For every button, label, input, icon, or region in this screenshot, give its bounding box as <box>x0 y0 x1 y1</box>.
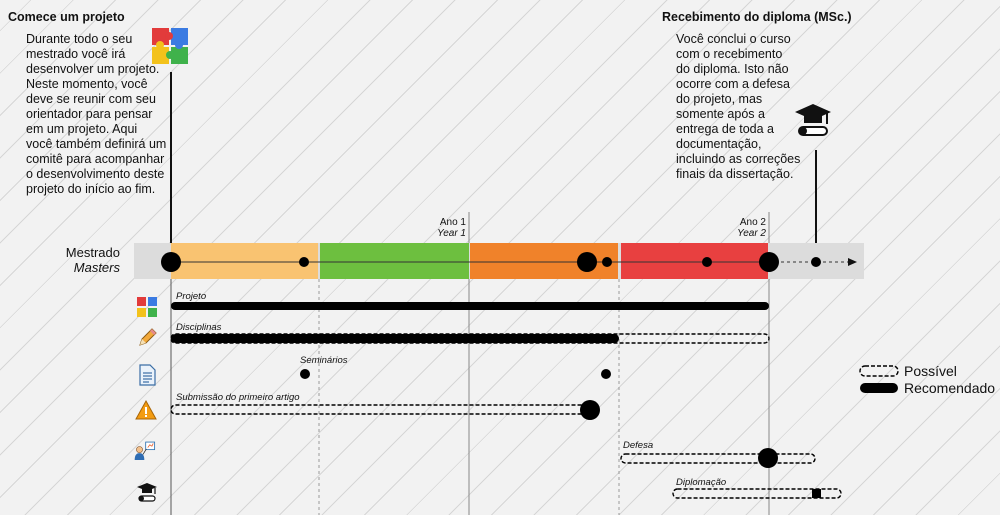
projeto-bar <box>171 302 769 310</box>
graduation-cap-icon <box>137 483 157 502</box>
item-label-disciplinas: Disciplinas <box>176 322 222 333</box>
defesa-possible-bar <box>620 453 816 464</box>
milestone-seminar-1 <box>299 257 309 267</box>
item-label-seminarios: Seminários <box>300 355 348 366</box>
milestone-defense <box>759 252 779 272</box>
end-line: incluindo as correções <box>676 152 801 166</box>
artigo-possible-bar <box>170 404 590 415</box>
start-line: mestrado você irá <box>26 47 126 61</box>
seminario-dot-2 <box>601 369 611 379</box>
defesa-recommended-dot <box>758 448 778 468</box>
puzzle-icon <box>137 297 157 317</box>
start-line: Durante todo o seu <box>26 32 133 46</box>
legend-possible-swatch <box>859 365 899 377</box>
start-line: em um projeto. Aqui <box>26 122 138 136</box>
legend-recommended-swatch <box>860 383 898 393</box>
year-1-label: Ano 1 <box>439 217 466 228</box>
end-description: Você conclui o curso com o recebimento d… <box>676 32 826 182</box>
milestone-q4 <box>702 257 712 267</box>
artigo-recommended-dot <box>580 400 600 420</box>
timeline-label: Mestrado Masters <box>40 245 120 275</box>
graduation-cap-icon <box>795 104 831 136</box>
segment-2 <box>320 243 469 279</box>
start-line: projeto do início ao fim. <box>26 182 156 196</box>
presenter-icon <box>134 441 156 460</box>
start-line: o desenvolvimento deste <box>26 167 165 181</box>
diplomacao-recommended-mark <box>812 489 821 498</box>
start-line: comitê para acompanhar <box>26 152 165 166</box>
start-line: deve se reunir com seu <box>26 92 156 106</box>
end-line: do diploma. Isto não <box>676 62 789 76</box>
diplomacao-possible-bar <box>672 488 842 499</box>
start-line: orientador para pensar <box>26 107 153 121</box>
milestone-diploma <box>811 257 821 267</box>
end-line: entrega de toda a <box>676 122 774 136</box>
start-description: Durante todo o seu mestrado você irá des… <box>26 32 196 197</box>
item-label-defesa: Defesa <box>623 440 654 451</box>
timeline-label-en: Masters <box>73 260 120 275</box>
end-line: documentação, <box>676 137 762 151</box>
segment-1 <box>171 243 318 279</box>
disciplinas-recommended-bar <box>171 334 619 343</box>
start-line: Neste momento, você <box>26 77 148 91</box>
segment-4 <box>621 243 768 279</box>
item-label-artigo: Submissão do primeiro artigo <box>176 392 300 403</box>
milestone-start <box>161 252 181 272</box>
year-1-marker: Ano 1 Year 1 <box>420 217 466 239</box>
end-line: com o recebimento <box>676 47 783 61</box>
milestone-seminar-2 <box>602 257 612 267</box>
puzzle-icon <box>152 28 188 64</box>
end-line: do projeto, mas <box>676 92 763 106</box>
end-line: somente após a <box>676 107 765 121</box>
item-label-projeto: Projeto <box>176 291 207 302</box>
year-2-label: Ano 2 <box>739 217 766 228</box>
legend-possible-label: Possível <box>904 363 957 379</box>
start-line: desenvolver um projeto. <box>26 62 160 76</box>
end-line: Você conclui o curso <box>676 32 791 46</box>
timeline-label-pt: Mestrado <box>65 245 120 260</box>
legend-recommended-label: Recomendado <box>904 380 996 396</box>
end-line: ocorre com a defesa <box>676 77 790 91</box>
document-icon <box>139 364 156 386</box>
timeline-arrow <box>848 258 857 266</box>
end-line: finais da dissertação. <box>676 167 794 181</box>
year-2-marker: Ano 2 Year 2 <box>720 217 766 239</box>
year-2-label-en: Year 2 <box>737 228 766 239</box>
start-line: você também definirá um <box>26 137 167 151</box>
year-1-label-en: Year 1 <box>437 228 466 239</box>
seminario-dot-1 <box>300 369 310 379</box>
pencil-icon <box>139 328 157 346</box>
end-title: Recebimento do diploma (MSc.) <box>662 10 852 24</box>
milestone-article <box>577 252 597 272</box>
warning-icon <box>135 399 157 420</box>
item-label-diplomacao: Diplomação <box>676 477 727 488</box>
start-title: Comece um projeto <box>8 10 125 24</box>
